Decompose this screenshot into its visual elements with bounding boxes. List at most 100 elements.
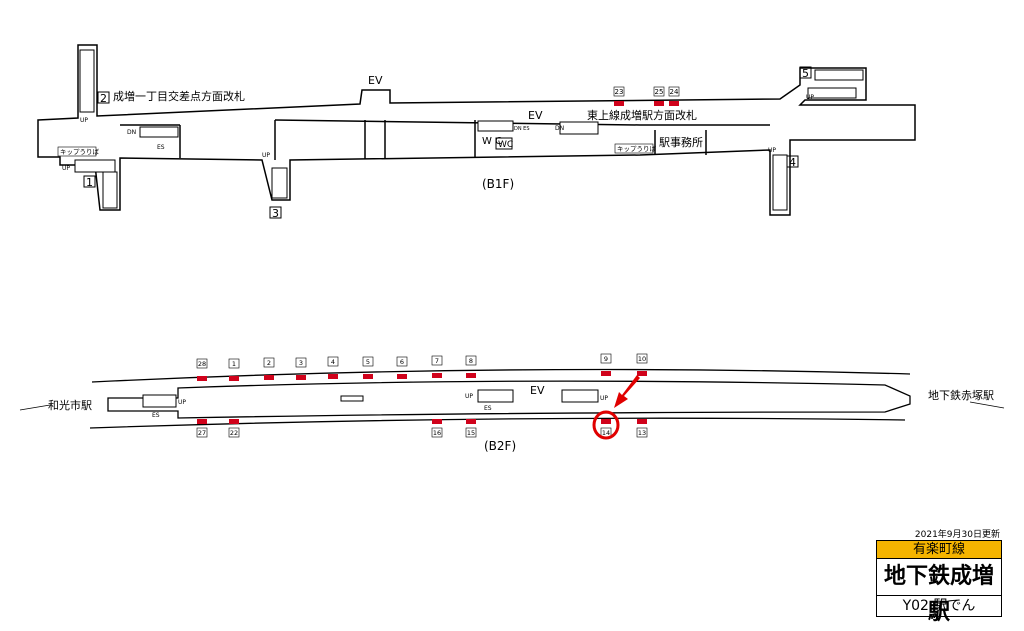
escalator-b1f-center xyxy=(477,120,514,132)
escalator-b2f-left xyxy=(142,394,177,408)
station-name: 地下鉄成増駅 xyxy=(877,559,1001,625)
car-position-box xyxy=(636,353,648,364)
direction-left-label: 和光市駅 xyxy=(48,398,92,412)
direction-right-label: 地下鉄赤塚駅 xyxy=(928,388,994,402)
car-position-label: 1 xyxy=(232,360,236,368)
es-label: ES xyxy=(484,405,492,412)
b1f-floor xyxy=(37,44,916,216)
car-position-marker xyxy=(363,374,373,379)
car-position-marker xyxy=(601,419,611,424)
ev-label-center: EV xyxy=(528,109,543,122)
car-position-box xyxy=(228,358,240,369)
ev-label-b2f: EV xyxy=(530,384,545,397)
escalator-b2f-center xyxy=(477,389,514,403)
station-info-box: 有楽町線 地下鉄成増駅 Y02 駅でん xyxy=(876,540,1002,625)
b2f-floor xyxy=(19,368,1005,429)
car-position-marker xyxy=(296,375,306,380)
car-position-label: 22 xyxy=(230,429,238,437)
car-position-label: 8 xyxy=(469,357,473,365)
car-position-box xyxy=(196,427,208,438)
exit-4-label: 4 xyxy=(789,156,796,169)
exit-5-label: 5 xyxy=(802,67,809,80)
car-position-label: 25 xyxy=(655,88,664,96)
car-position-box xyxy=(196,358,208,369)
car-position-box xyxy=(228,427,240,438)
car-position-label: 14 xyxy=(602,429,610,437)
car-position-label: 23 xyxy=(615,88,624,96)
station-code: Y02 駅でん xyxy=(902,598,976,614)
car-position-marker xyxy=(229,419,239,424)
car-position-box xyxy=(295,357,307,368)
car-position-label: 16 xyxy=(433,429,441,437)
gate-north-label: 成増一丁目交差点方面改札 xyxy=(113,89,245,103)
car-position-marker xyxy=(601,371,611,376)
updated-date: 2021年9月30日更新 xyxy=(914,530,1000,540)
station-office-label: 駅事務所 xyxy=(659,135,703,149)
b1f-stairs xyxy=(74,49,864,211)
stairs-b2f-center xyxy=(561,389,599,403)
car-position-marker xyxy=(229,376,239,381)
up-label: UP xyxy=(768,147,776,154)
highlight-marker xyxy=(592,375,640,440)
up-label: UP xyxy=(62,165,70,172)
b2f-floor-label: (B2F) xyxy=(484,439,516,453)
car-position-box xyxy=(465,355,477,366)
car-position-marker xyxy=(397,374,407,379)
car-position-box xyxy=(263,357,275,368)
ticket-area-label: キップうりば xyxy=(617,144,657,153)
stairs-b1f-center xyxy=(559,121,599,135)
stairs-exit-4 xyxy=(772,154,788,211)
dn-label: DN xyxy=(127,129,136,136)
gate-tobu-label: 東上線成増駅方面改札 xyxy=(587,108,697,122)
line-name: 有楽町線 xyxy=(877,541,1001,559)
car-position-box xyxy=(636,427,648,438)
ev-label: EV xyxy=(368,74,383,87)
wc-label: WC xyxy=(498,140,513,150)
escalator-b1f-left xyxy=(139,126,179,138)
es-label: ES xyxy=(152,412,160,419)
car-position-box xyxy=(465,427,477,438)
dn-label: DN xyxy=(555,125,564,132)
b2f-stairs xyxy=(142,389,599,408)
stairs-exit-2 xyxy=(79,49,95,113)
car-position-label: 13 xyxy=(638,429,646,437)
car-position-marker xyxy=(466,419,476,424)
exit-3-label: 3 xyxy=(272,207,279,220)
ticket-area-label: キップうりば xyxy=(60,147,100,156)
car-position-marker xyxy=(197,376,207,381)
stairs-exit-1b xyxy=(102,171,118,209)
car-position-box xyxy=(327,356,339,367)
up-label: UP xyxy=(806,94,814,101)
car-position-marker xyxy=(637,371,647,376)
up-label: UP xyxy=(465,393,473,400)
up-label: UP xyxy=(600,395,608,402)
track-bottom xyxy=(89,417,906,429)
b1f-floor-label: (B1F) xyxy=(482,177,514,191)
track-top xyxy=(91,368,911,383)
car-position-box xyxy=(600,353,612,364)
b2f-labels: 和光市駅 地下鉄赤塚駅 EV UP UP UP ES ES (B2F) xyxy=(48,384,994,453)
wc-sign: W C xyxy=(482,136,502,147)
up-label: UP xyxy=(80,117,88,124)
car-position-label: 3 xyxy=(299,359,303,367)
exit-1-label: 1 xyxy=(86,176,93,189)
platform-outline xyxy=(107,380,911,419)
exit-2-label: 2 xyxy=(100,92,107,105)
b1f-concourse-outline xyxy=(37,44,916,216)
es-label: ES xyxy=(157,144,165,151)
car-position-label: 24 xyxy=(670,88,679,96)
stairs-exit-3 xyxy=(271,167,288,199)
car-position-marker xyxy=(432,419,442,424)
car-position-marker xyxy=(637,419,647,424)
car-position-box xyxy=(396,356,408,367)
car-position-box xyxy=(431,355,443,366)
stairs-exit-5b xyxy=(807,87,857,99)
car-position-label: 4 xyxy=(331,358,335,366)
car-position-box xyxy=(431,427,443,438)
car-position-label: 6 xyxy=(400,358,404,366)
stairs-exit-5 xyxy=(814,69,864,81)
highlight-circle xyxy=(592,410,620,440)
car-position-marker xyxy=(432,373,442,378)
